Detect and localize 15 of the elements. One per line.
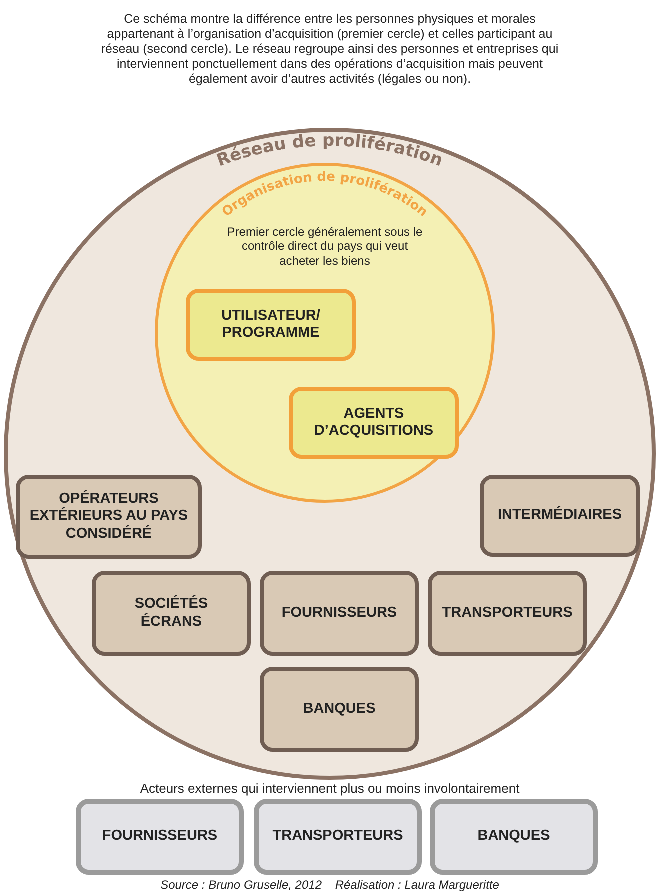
section-caption: Acteurs externes qui interviennent plus ou moins involontairement	[139, 781, 521, 797]
network-actor-box: OPÉRATEURS EXTÉRIEURS AU PAYS CONSIDÉRÉ	[16, 475, 202, 559]
external-actor-box: TRANSPORTEURS	[254, 799, 422, 875]
core-actor-box: UTILISATEUR/ PROGRAMME	[186, 289, 356, 361]
external-actor-box: FOURNISSEURS	[76, 799, 244, 875]
core-actor-box: AGENTS D’ACQUISITIONS	[289, 387, 459, 459]
network-actor-box: BANQUES	[260, 667, 419, 752]
external-actor-box: BANQUES	[430, 799, 598, 875]
network-actor-box: TRANSPORTEURS	[428, 571, 587, 656]
network-actor-box: INTERMÉDIAIRES	[480, 475, 640, 557]
circle-description: Premier cercle généralement sous le contrôle direct du pays qui veut acheter les biens	[226, 225, 424, 268]
source-note: Source : Bruno Gruselle, 2012 Réalisation : Laura Margueritte	[160, 878, 500, 892]
description-text: Ce schéma montre la différence entre les personnes physiques et morales appartenant à l’organisation d’acquisition (premier cercle) et celles participant au réseau (second cercle). Le réseau regroupe ainsi des personnes et entreprises qui interviennent ponctuellement dans des opérations d’acquisition mais peuvent également avoir d’autres activités (légales ou non).	[100, 12, 560, 87]
network-actor-box: SOCIÉTÉS ÉCRANS	[92, 571, 251, 656]
network-actor-box: FOURNISSEURS	[260, 571, 419, 656]
